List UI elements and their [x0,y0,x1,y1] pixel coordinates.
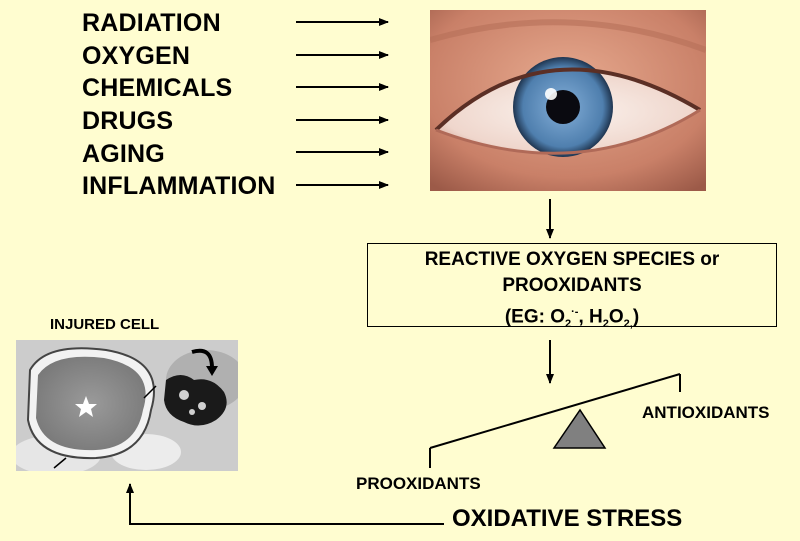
cause-aging: AGING [82,140,165,168]
balance-beam [429,373,681,449]
label-oxidative-stress: OXIDATIVE STRESS [452,505,683,532]
label-prooxidants: PROOXIDANTS [356,474,481,493]
cause-arrows [296,18,389,189]
ros-box: REACTIVE OXYGEN SPECIES or PROOXIDANTS (… [367,243,777,330]
cause-chemicals: CHEMICALS [82,74,233,102]
cause-oxygen: OXYGEN [82,42,191,70]
arrow-stress-to-cell [126,483,444,525]
injured-cell-title: INJURED CELL [50,316,160,333]
label-antioxidants: ANTIOXIDANTS [642,403,770,422]
ros-examples: (EG: O2·-, H2O2,) [504,306,640,331]
ros-line1: REACTIVE OXYGEN SPECIES or [424,249,720,270]
ros-line2: PROOXIDANTS [502,275,642,296]
eye-image [430,10,706,191]
star-marker [75,396,97,417]
cause-drugs: DRUGS [82,107,174,135]
injured-cell-image [16,340,238,471]
cause-radiation: RADIATION [82,9,221,37]
cause-inflammation: INFLAMMATION [82,172,276,200]
balance-scale [429,373,681,468]
fulcrum-triangle [552,408,607,449]
